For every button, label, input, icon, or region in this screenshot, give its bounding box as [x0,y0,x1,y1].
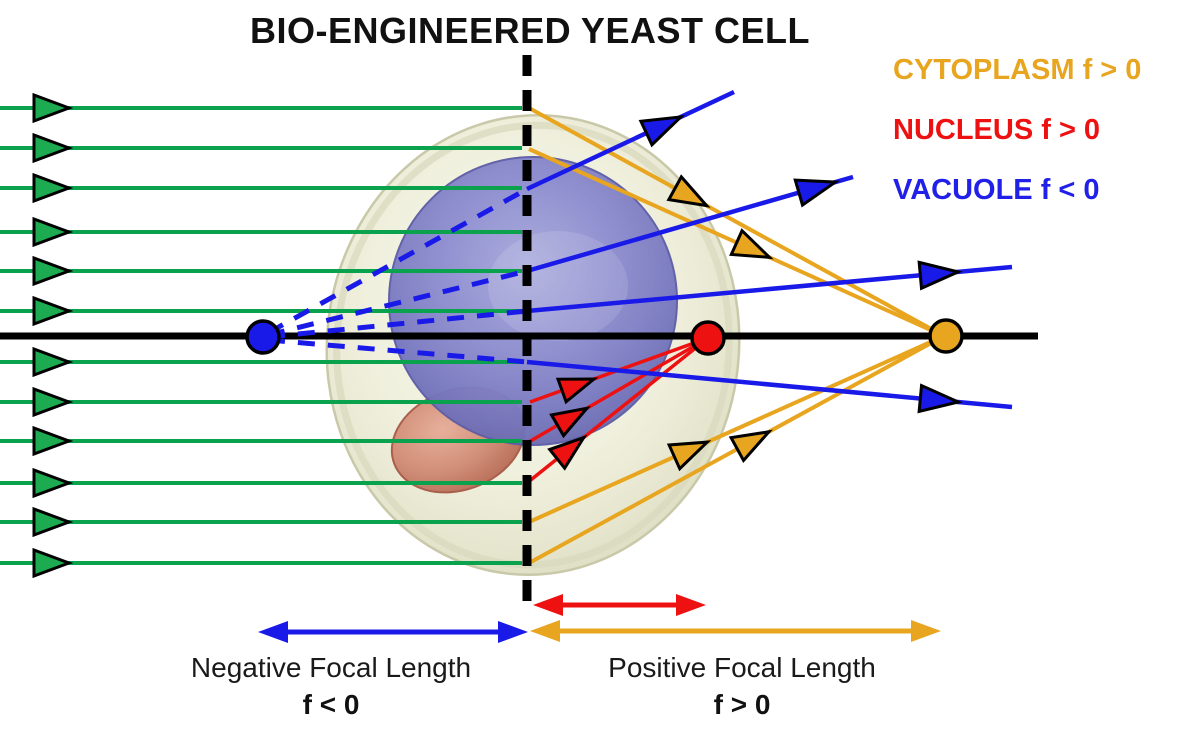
cytoplasm-ray [528,106,945,338]
vacuole-virtual-ray [267,268,528,338]
negative-focal-length-arrow-right-head [498,621,528,643]
incident-ray-arrowhead [32,132,74,164]
negative-focal-length-label: Negative Focal Length [190,652,472,683]
legend-item-nucleus: NUCLEUS f > 0 [893,114,1101,146]
incident-ray-arrowhead [32,255,74,287]
nucleus-focal-length-arrow-left-head [533,594,563,616]
nucleus-ray-arrowhead [549,405,591,439]
vacuole-ray-arrowhead [793,178,840,208]
positive-focal-length-label: Positive Focal Length [608,652,876,683]
incident-ray-arrowhead [32,216,74,248]
vacuole-virtual-ray [267,337,528,365]
vacuole-shape [388,156,678,446]
cytoplasm-ray [528,334,945,524]
negative-focal-length-f: f < 0 [302,689,360,720]
vacuole-virtual-ray [266,186,529,336]
incident-ray-arrowhead [32,172,74,204]
vacuole-virtual-ray [267,308,528,340]
incident-ray-arrowhead [32,547,74,579]
nucleus-ray-arrowhead [555,377,599,405]
incident-ray-arrowhead [32,92,74,124]
negative-focal-length-arrow-left-head [258,621,288,643]
incident-ray-arrowhead [32,346,74,378]
cytoplasm-ray-arrowhead [666,174,711,208]
cytoplasm-ray-arrowhead [729,228,774,260]
cytoplasm-focal-point [928,318,964,354]
figure-title: BIO-ENGINEERED YEAST CELL [250,10,810,51]
vacuole-ray-arrowhead [917,260,963,291]
positive-focal-length-f: f > 0 [713,689,771,720]
positive-focal-length-arrow-right-head [911,620,941,642]
incident-ray-arrowhead [32,295,74,327]
legend-item-cytoplasm: CYTOPLASM f > 0 [893,54,1142,86]
nucleus-ray-arrowhead [547,434,588,471]
vacuole-focal-point [245,319,281,355]
cytoplasm-ray-arrowhead [728,429,773,464]
vacuole-ray [526,89,735,192]
vacuole-ray-arrowhead [638,114,686,148]
incident-ray-arrowhead [32,386,74,418]
legend-item-vacuole: VACUOLE f < 0 [893,174,1100,206]
vacuole-ray-arrowhead [917,383,963,414]
legend: CYTOPLASM f > 0 NUCLEUS f > 0 VACUOLE f … [893,40,1141,220]
incident-ray-arrowhead [32,425,74,457]
nucleus-focal-length-arrow-right-head [676,594,706,616]
cytoplasm-ray-arrowhead [666,440,712,472]
incident-ray-arrowhead [32,506,74,538]
incident-ray-arrowhead [32,467,74,499]
positive-focal-length-arrow-left-head [530,620,560,642]
nucleus-focal-point [690,320,726,356]
